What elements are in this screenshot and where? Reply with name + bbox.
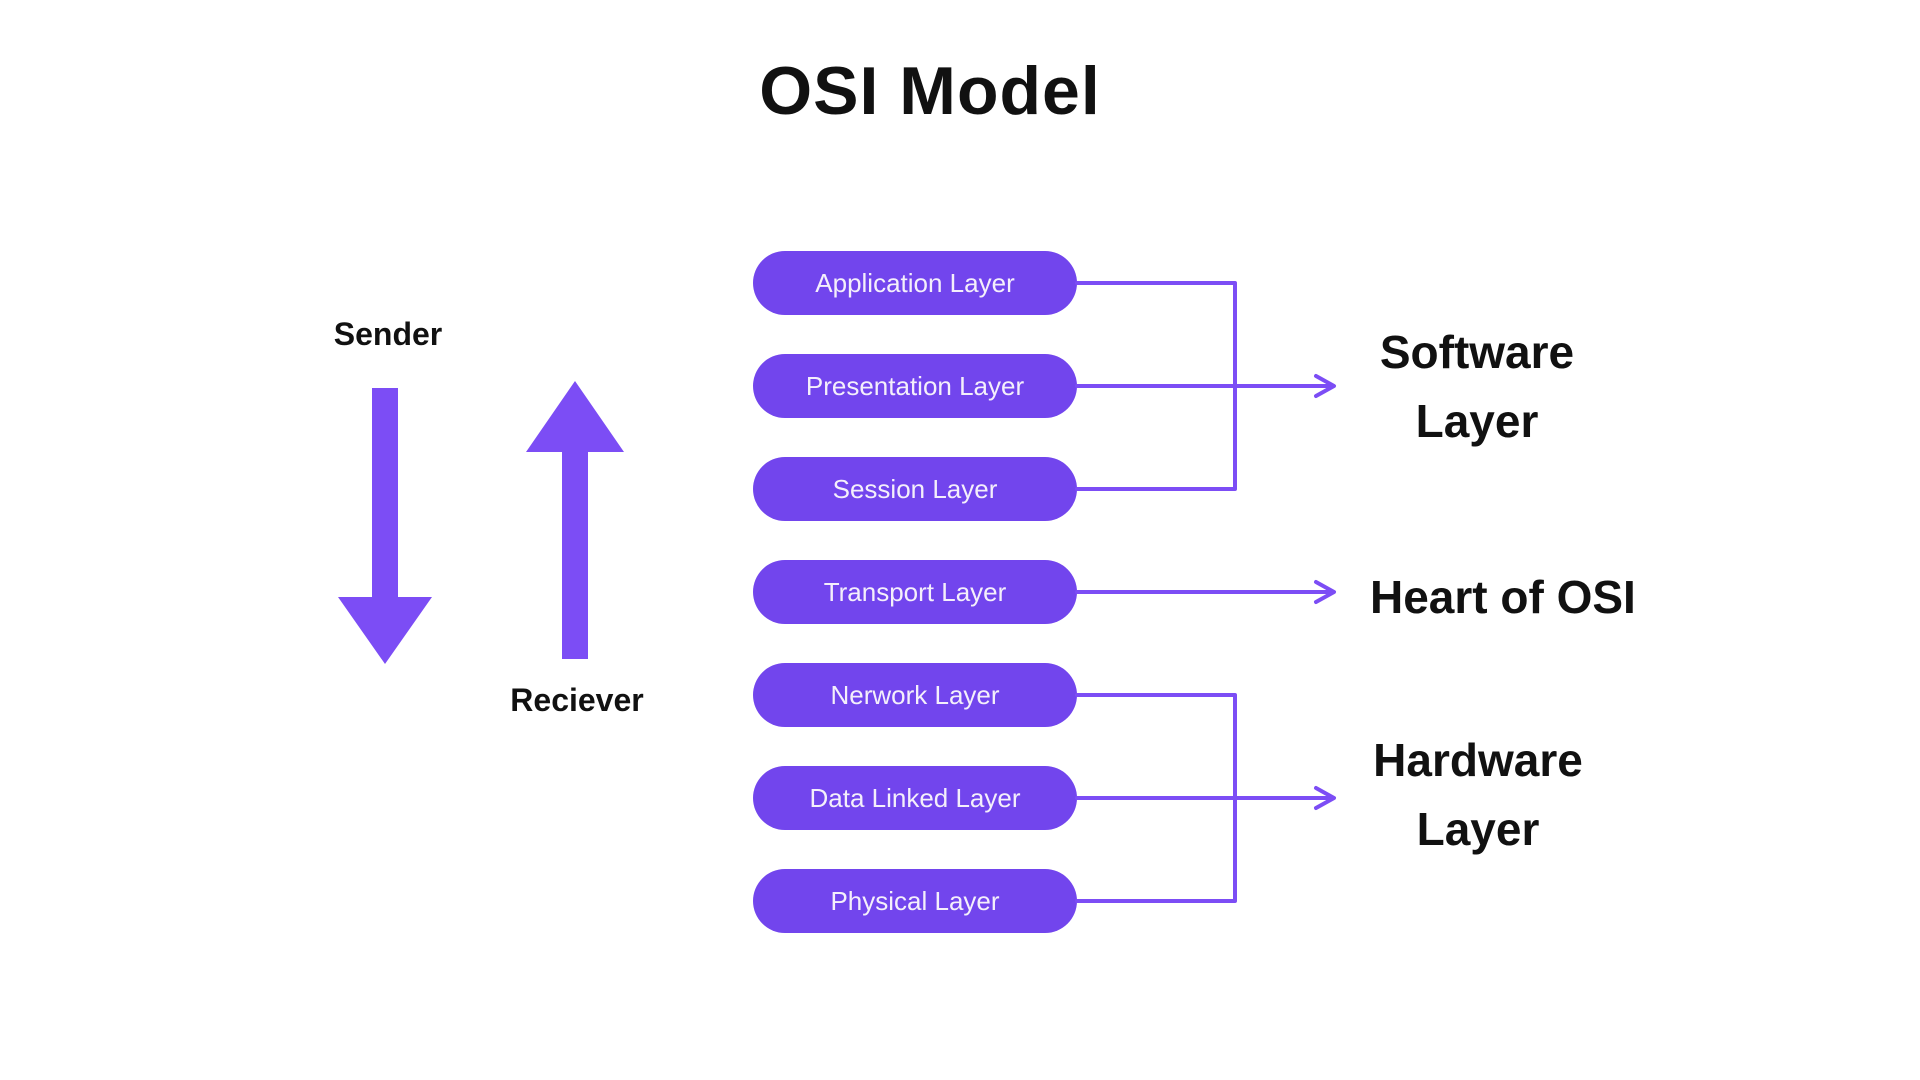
layer-stack: Application Layer Presentation Layer Ses…: [753, 251, 1077, 933]
hardware-bracket: [1075, 693, 1237, 903]
page-title: OSI Model: [759, 53, 1101, 129]
layer-label: Physical Layer: [830, 885, 1000, 916]
layer-label: Presentation Layer: [805, 370, 1025, 401]
layer-node-application: Application Layer: [753, 251, 1077, 315]
layer-node-network: Nerwork Layer: [753, 663, 1077, 727]
layer-label: Transport Layer: [823, 576, 1007, 607]
layer-node-datalink: Data Linked Layer: [753, 766, 1077, 830]
layer-label: Session Layer: [832, 473, 998, 504]
layer-label: Data Linked Layer: [809, 782, 1021, 813]
arrow-down-icon: [338, 388, 432, 664]
sender-label: Sender: [333, 316, 443, 352]
layer-label: Nerwork Layer: [830, 679, 1000, 710]
software-bracket: [1075, 281, 1237, 491]
hardware-layer-group-label: Hardware Layer: [1373, 734, 1583, 855]
software-layer-group-label: Software Layer: [1379, 326, 1575, 447]
receiver-label: Reciever: [510, 682, 644, 718]
layer-label: Application Layer: [815, 267, 1015, 298]
layer-node-transport: Transport Layer: [753, 560, 1077, 624]
layer-node-presentation: Presentation Layer: [753, 354, 1077, 418]
layer-node-session: Session Layer: [753, 457, 1077, 521]
heart-of-osi-group-label: Heart of OSI: [1370, 571, 1636, 623]
layer-node-physical: Physical Layer: [753, 869, 1077, 933]
arrow-up-icon: [526, 381, 624, 659]
arrow-right-icon: [1314, 580, 1336, 604]
